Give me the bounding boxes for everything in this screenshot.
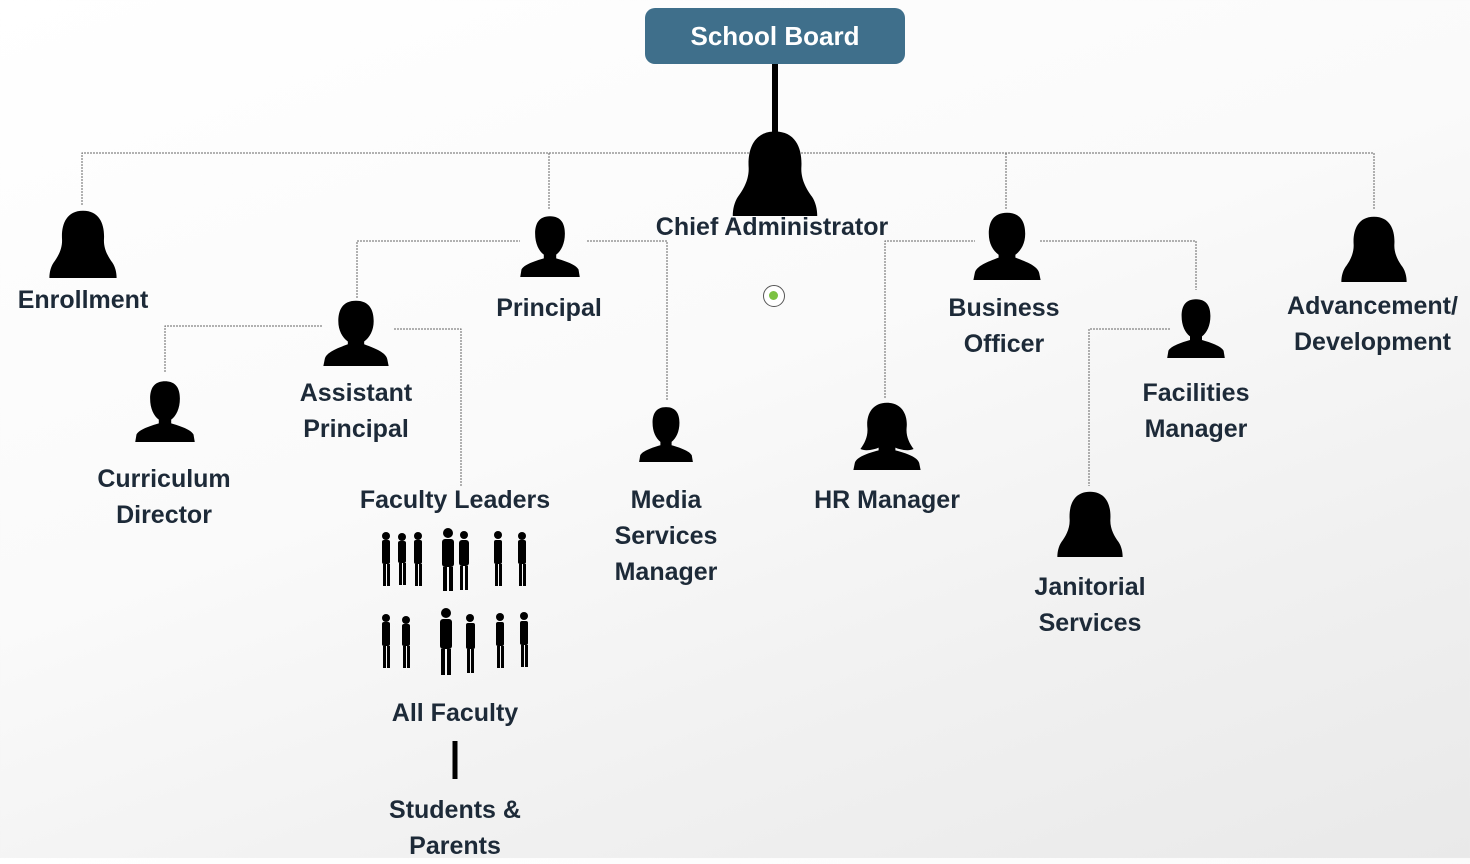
faculty-leaders-label: Faculty Leaders xyxy=(359,486,551,514)
janitorial-services-avatar-icon xyxy=(1056,485,1124,561)
advancement-avatar-icon xyxy=(1340,210,1408,286)
connector-faculty xyxy=(394,328,462,487)
connector-top-bar xyxy=(81,152,1375,210)
business-officer-label: Business Officer xyxy=(948,294,1060,358)
students-parents-label: Students & Parents xyxy=(389,796,521,860)
facilities-manager-avatar-icon xyxy=(1166,289,1226,367)
connector-assistant xyxy=(356,240,520,298)
principal-label: Principal xyxy=(496,294,602,322)
media-services-label: Media Services Manager xyxy=(614,486,718,586)
hr-manager-avatar-icon xyxy=(852,396,922,474)
connector-curriculum xyxy=(164,325,322,372)
advancement-label: Advancement/ Development xyxy=(1287,292,1458,356)
school-board-label: School Board xyxy=(690,20,860,51)
janitorial-services-label: Janitorial Services xyxy=(1034,573,1146,637)
faculty-group-icon xyxy=(378,528,536,599)
enrollment-avatar-icon xyxy=(48,205,118,281)
connector-hr xyxy=(884,240,975,398)
all-faculty-label: All Faculty xyxy=(391,699,519,727)
chief-administrator-label: Chief Administrator xyxy=(655,213,889,241)
assistant-principal-avatar-icon xyxy=(322,296,390,368)
curriculum-director-avatar-icon xyxy=(134,371,196,451)
connector-janitorial xyxy=(1088,328,1170,486)
connector-facilities xyxy=(1040,240,1197,290)
business-officer-avatar-icon xyxy=(972,208,1042,282)
chief-administrator-avatar-icon xyxy=(730,128,820,216)
hr-manager-label: HR Manager xyxy=(814,486,960,514)
connector-media xyxy=(587,240,668,400)
facilities-manager-label: Facilities Manager xyxy=(1142,379,1250,443)
curriculum-director-label: Curriculum Director xyxy=(97,465,231,529)
all-faculty-group-icon xyxy=(378,608,536,683)
radio-indicator-icon[interactable] xyxy=(763,285,785,307)
enrollment-label: Enrollment xyxy=(17,286,149,314)
media-services-avatar-icon xyxy=(638,399,694,469)
principal-avatar-icon xyxy=(519,210,581,282)
assistant-principal-label: Assistant Principal xyxy=(299,379,413,443)
school-board-box: School Board xyxy=(645,8,905,64)
